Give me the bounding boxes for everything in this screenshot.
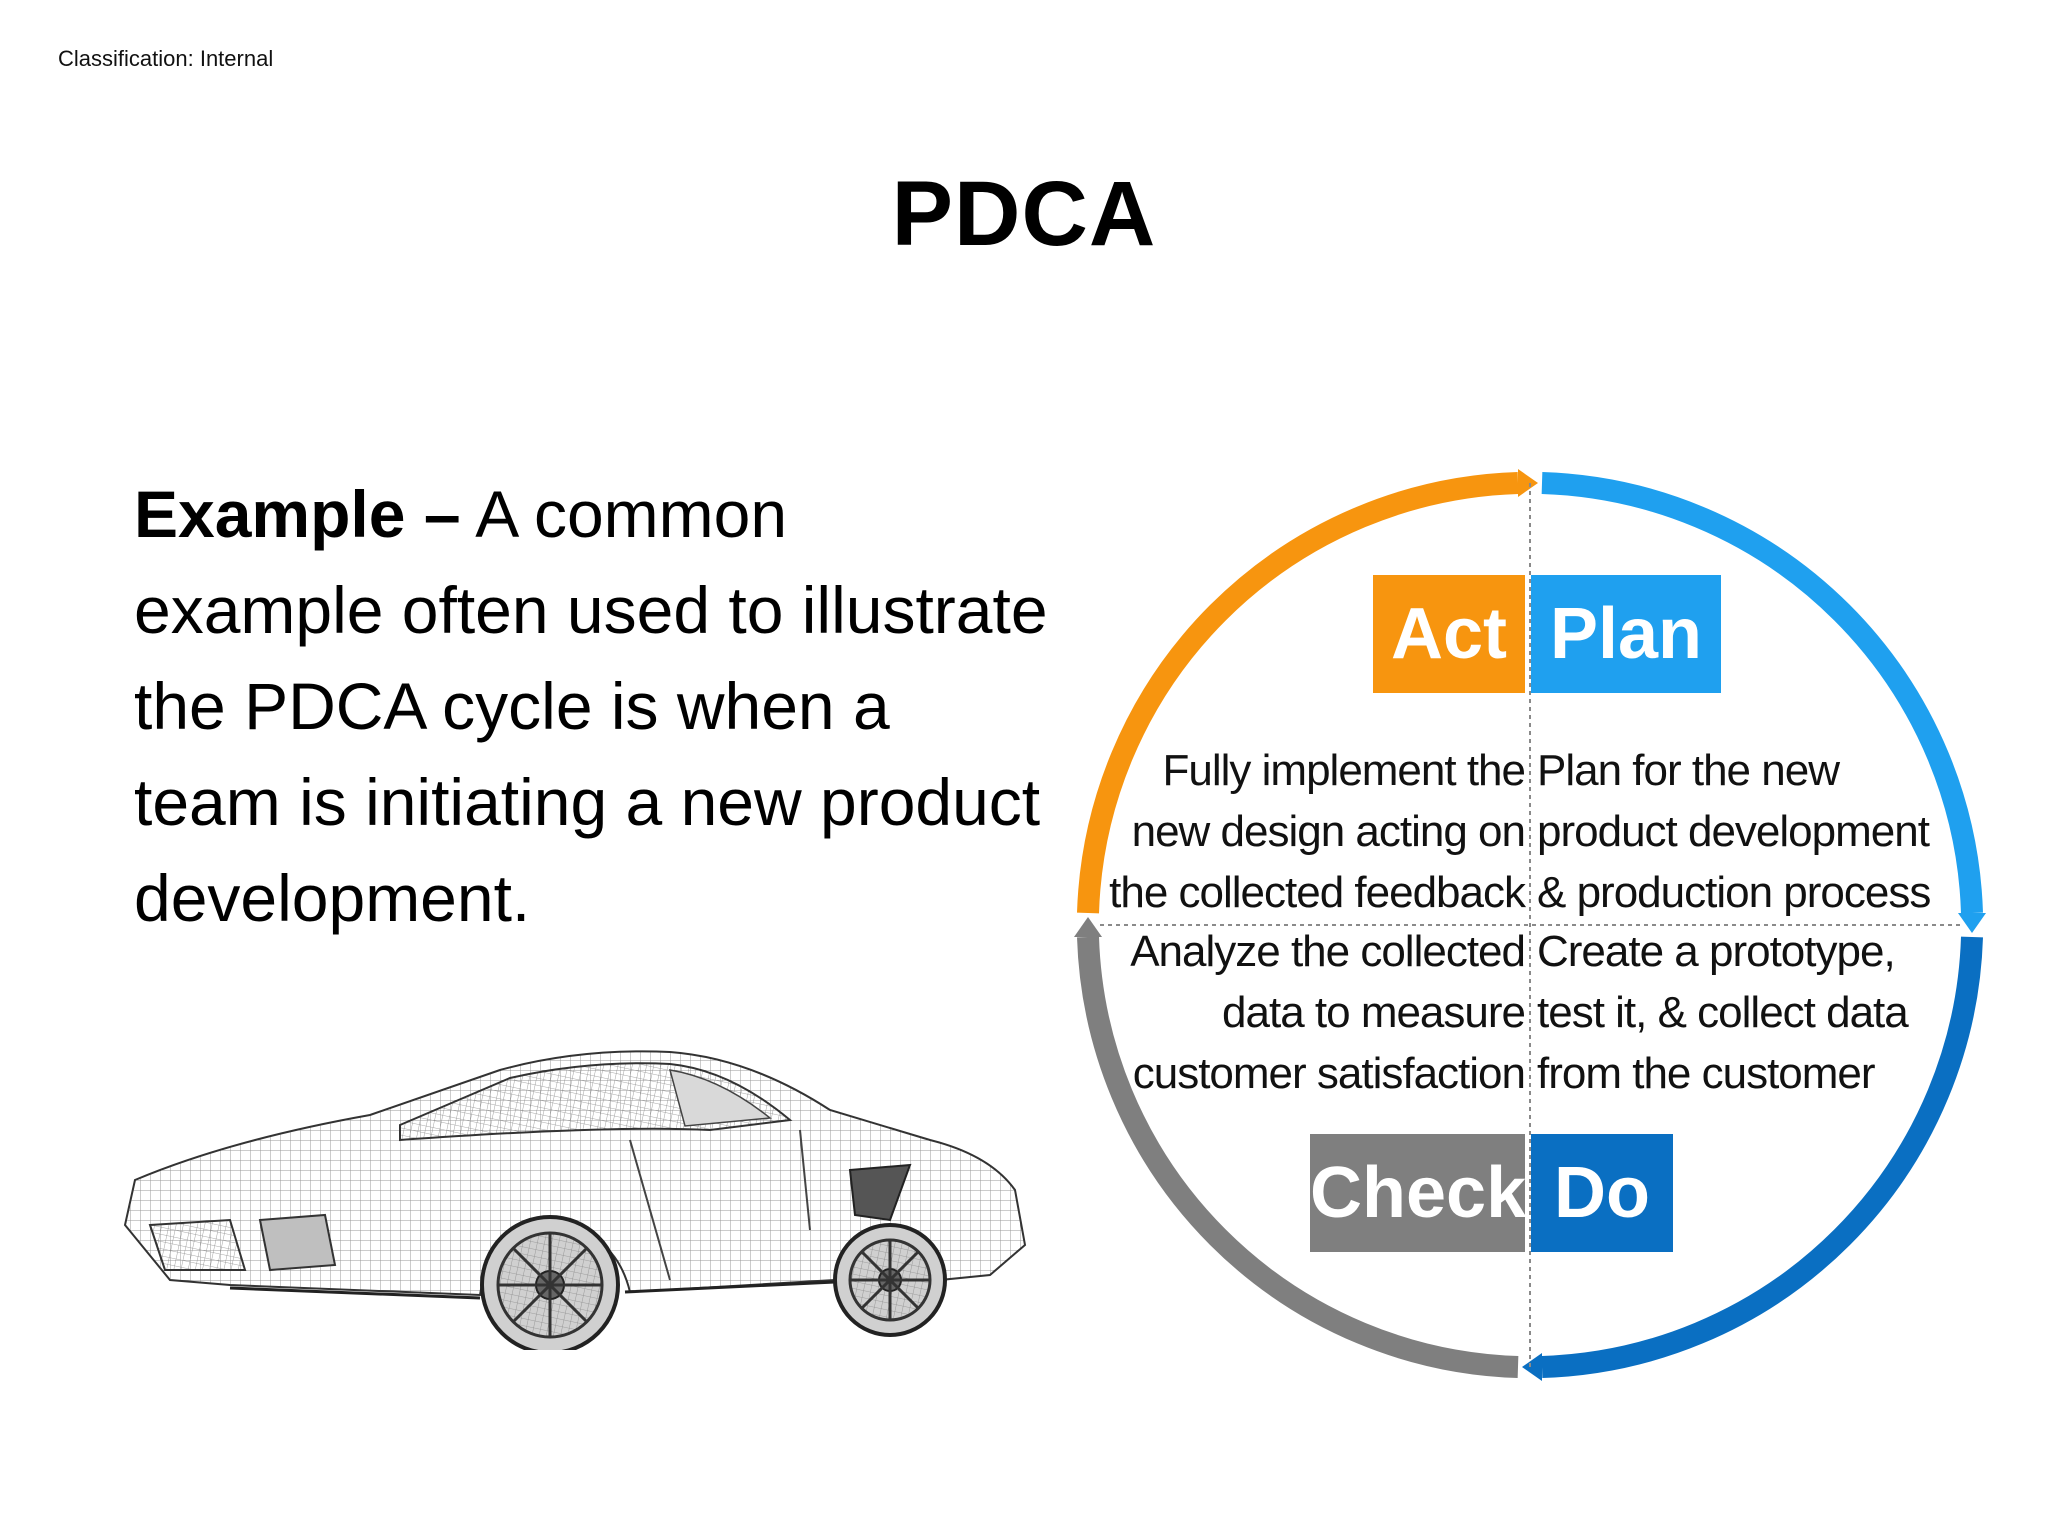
classification-label: Classification: Internal	[58, 46, 274, 71]
act-label: Act	[1373, 575, 1525, 693]
do-arc	[1541, 936, 1983, 1378]
check-line: customer satisfaction	[1132, 1049, 1526, 1098]
body-bold-lead: Example –	[134, 477, 461, 551]
check-arc	[1077, 936, 1519, 1378]
do-line: from the customer	[1537, 1049, 1876, 1098]
act-arc	[1077, 472, 1519, 914]
plan-label: Plan	[1531, 575, 1721, 693]
check-arrowhead	[1074, 917, 1102, 937]
act-line: new design acting on	[1131, 807, 1526, 856]
act-line: Fully implement the	[1162, 746, 1526, 795]
act-arrowhead	[1518, 469, 1538, 497]
do-line: test it, & collect data	[1537, 988, 1909, 1037]
do-description: Create a prototype, test it, & collect d…	[1537, 921, 1909, 1104]
do-arrowhead	[1522, 1353, 1542, 1381]
check-line: Analyze the collected	[1130, 927, 1526, 976]
act-line: the collected feedback	[1109, 868, 1526, 917]
body-paragraph: Example – A common example often used to…	[134, 466, 1054, 946]
body-text: A common example often used to illustrat…	[134, 477, 1048, 935]
wireframe-car-image	[123, 1050, 1027, 1350]
check-label: Check	[1310, 1134, 1526, 1252]
check-description: Analyze the collected data to measure cu…	[1130, 921, 1526, 1104]
do-line: Create a prototype,	[1537, 927, 1896, 976]
pdca-cycle-ring	[1074, 469, 1986, 1381]
plan-line: product development	[1537, 807, 1930, 856]
check-line: data to measure	[1222, 988, 1526, 1037]
act-description: Fully implement the new design acting on…	[1109, 740, 1526, 923]
plan-arc	[1541, 472, 1983, 914]
plan-description: Plan for the new product development & p…	[1537, 740, 1931, 923]
plan-line: & production process	[1537, 868, 1931, 917]
slide-title: PDCA	[891, 163, 1157, 265]
plan-arrowhead	[1958, 913, 1986, 933]
do-label: Do	[1531, 1134, 1673, 1252]
plan-line: Plan for the new	[1537, 746, 1840, 795]
